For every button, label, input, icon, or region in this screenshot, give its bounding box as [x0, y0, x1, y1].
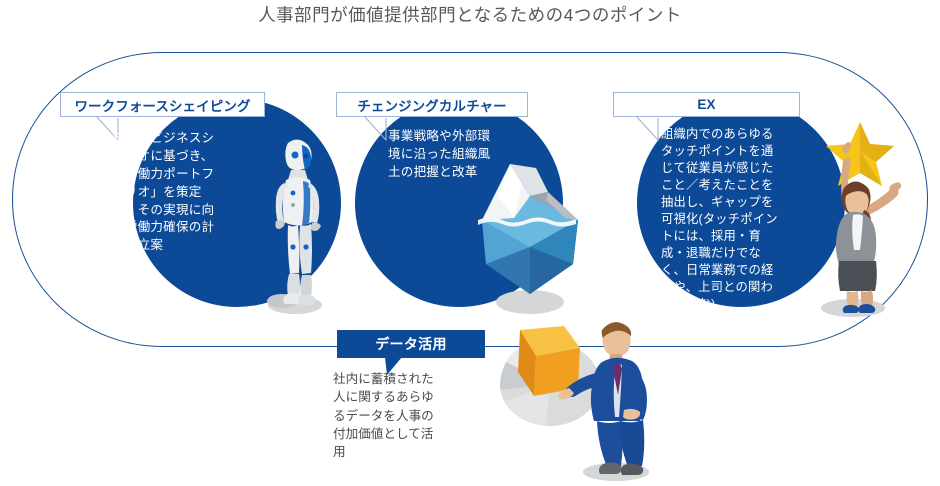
callout-label-text: ワークフォースシェイピング [74, 98, 251, 114]
point-body-changing-culture: 事業戦略や外部環境に沿った組織風土の把握と改革 [388, 129, 491, 179]
point-body-ex: 組織内でのあらゆるタッチポイントを通じて従業員が感じたこと／考えたことを抽出し、… [661, 127, 778, 311]
callout-tail-data-utilization [385, 357, 402, 375]
callout-label-text: EX [697, 97, 716, 112]
callout-label-text: チェンジングカルチャー [357, 98, 507, 114]
robot-figure-illustration [267, 139, 322, 314]
point-body-data-utilization: 社内に蓄積された人に関するあらゆるデータを人事の付加価値として活用 [333, 372, 434, 459]
callout-label-data-utilization[interactable]: データ活用 [337, 330, 485, 358]
page-title: 人事部門が価値提供部門となるための4つのポイント [258, 5, 682, 25]
businessman-pie-chart-illustration [500, 322, 649, 481]
callout-label-changing-culture[interactable]: チェンジングカルチャー [336, 92, 528, 117]
point-body-workforce-shaping: 将来のビジネスシナリオに基づき、「労働力ポートフォリオ」を策定し、その実現に向け… [112, 131, 215, 253]
callout-tail-workforce-shaping [95, 115, 119, 142]
callout-label-ex[interactable]: EX [613, 92, 800, 117]
callout-label-text: データ活用 [375, 336, 447, 352]
woman-reaching-star-illustration [821, 122, 902, 317]
callout-tail-ex [635, 115, 659, 142]
callout-tail-changing-culture [363, 115, 387, 142]
iceberg-crystal-illustration [478, 164, 578, 314]
callout-label-workforce-shaping[interactable]: ワークフォースシェイピング [60, 92, 265, 117]
point-circle-ex [637, 99, 845, 307]
